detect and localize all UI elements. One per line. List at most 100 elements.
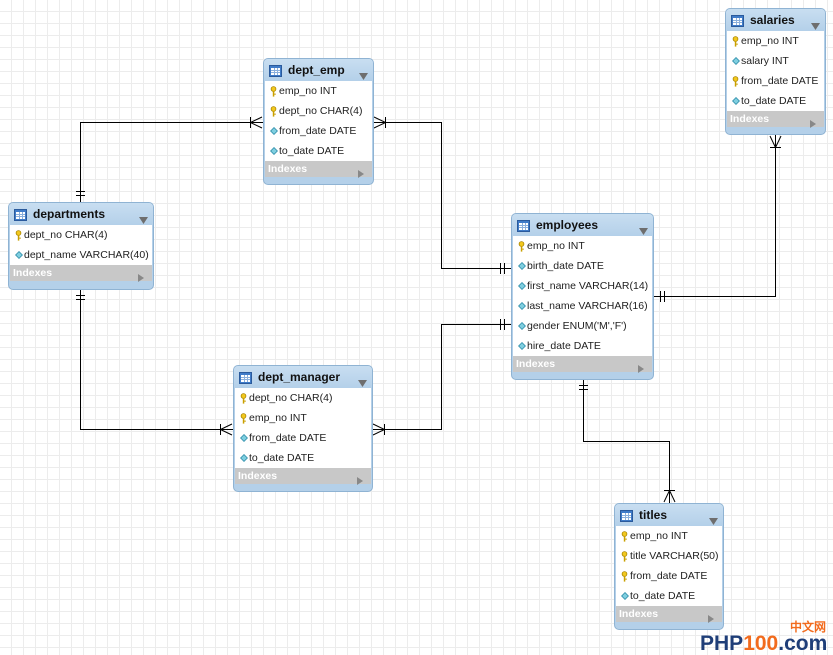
connector-line[interactable]: [374, 122, 511, 269]
column-label: emp_no INT: [630, 530, 688, 542]
key-icon: [269, 81, 278, 101]
key-icon: [269, 101, 278, 121]
table-dept-manager[interactable]: dept_manager dept_no CHAR(4) emp_no INT …: [233, 365, 373, 492]
table-header[interactable]: employees: [512, 214, 653, 236]
indexes-label: Indexes: [13, 267, 53, 279]
column-row: dept_name VARCHAR(40): [10, 245, 152, 265]
indexes-label: Indexes: [730, 113, 770, 125]
columns-list: emp_no INT title VARCHAR(50) from_date D…: [616, 526, 722, 606]
table-title: dept_emp: [288, 63, 345, 77]
expand-arrow-icon[interactable]: [357, 472, 363, 485]
connector-line[interactable]: [80, 122, 264, 203]
table-header[interactable]: salaries: [726, 9, 825, 31]
key-icon: [620, 566, 629, 586]
expand-arrow-icon[interactable]: [638, 360, 644, 373]
diamond-icon: [14, 245, 23, 265]
table-titles[interactable]: titles emp_no INT title VARCHAR(50) from…: [614, 503, 724, 630]
expand-arrow-icon[interactable]: [810, 115, 816, 128]
column-row: from_date DATE: [616, 566, 722, 586]
indexes-label: Indexes: [268, 163, 308, 175]
columns-list: emp_no INT dept_no CHAR(4) from_date DAT…: [265, 81, 372, 161]
column-row: emp_no INT: [235, 408, 371, 428]
column-row: to_date DATE: [616, 586, 722, 606]
watermark-cn-label: 中文网: [790, 620, 827, 634]
columns-list: emp_no INT salary INT from_date DATE to_…: [727, 31, 824, 111]
table-header[interactable]: departments: [9, 203, 153, 225]
column-row: gender ENUM('M','F'): [513, 316, 652, 336]
table-title: salaries: [750, 13, 795, 27]
column-label: from_date DATE: [279, 125, 357, 137]
column-row: emp_no INT: [265, 81, 372, 101]
one-cardinality-marker: [579, 385, 588, 390]
relationship-employees-salaries[interactable]: [654, 135, 782, 302]
key-icon: [14, 225, 23, 245]
table-header[interactable]: titles: [615, 504, 723, 526]
indexes-section[interactable]: Indexes: [513, 356, 652, 373]
table-salaries[interactable]: salaries emp_no INT salary INT from_date…: [725, 8, 826, 135]
indexes-section[interactable]: Indexes: [235, 468, 371, 485]
column-label: hire_date DATE: [527, 340, 601, 352]
column-row: dept_no CHAR(4): [235, 388, 371, 408]
indexes-label: Indexes: [619, 608, 659, 620]
connector-line[interactable]: [373, 324, 511, 430]
column-label: emp_no INT: [741, 35, 799, 47]
relationship-departments-dept-emp[interactable]: [76, 116, 264, 203]
table-title: employees: [536, 218, 599, 232]
table-icon: [731, 14, 744, 27]
column-label: dept_no CHAR(4): [24, 229, 108, 241]
column-row: from_date DATE: [265, 121, 372, 141]
collapse-arrow-icon[interactable]: [139, 211, 148, 224]
relationship-employees-titles[interactable]: [579, 380, 676, 503]
table-departments[interactable]: departments dept_no CHAR(4) dept_name VA…: [8, 202, 154, 290]
table-icon: [14, 208, 27, 221]
table-header[interactable]: dept_manager: [234, 366, 372, 388]
column-label: emp_no INT: [527, 240, 585, 252]
column-row: from_date DATE: [727, 71, 824, 91]
column-label: gender ENUM('M','F'): [527, 320, 627, 332]
relationship-dept-manager-employees[interactable]: [372, 319, 511, 436]
expand-arrow-icon[interactable]: [358, 165, 364, 178]
table-employees[interactable]: employees emp_no INT birth_date DATE fir…: [511, 213, 654, 380]
table-icon: [269, 64, 282, 77]
connector-line[interactable]: [583, 380, 670, 503]
collapse-arrow-icon[interactable]: [639, 222, 648, 235]
connector-line[interactable]: [80, 290, 234, 430]
table-icon: [620, 509, 633, 522]
columns-list: dept_no CHAR(4) emp_no INT from_date DAT…: [235, 388, 371, 468]
column-row: to_date DATE: [235, 448, 371, 468]
table-dept-emp[interactable]: dept_emp emp_no INT dept_no CHAR(4) from…: [263, 58, 374, 185]
column-row: title VARCHAR(50): [616, 546, 722, 566]
collapse-arrow-icon[interactable]: [359, 67, 368, 80]
relationship-dept-emp-employees[interactable]: [373, 116, 511, 274]
indexes-section[interactable]: Indexes: [265, 161, 372, 178]
column-row: from_date DATE: [235, 428, 371, 448]
collapse-arrow-icon[interactable]: [358, 374, 367, 387]
column-row: hire_date DATE: [513, 336, 652, 356]
collapse-arrow-icon[interactable]: [709, 512, 718, 525]
diamond-icon: [517, 256, 526, 276]
column-row: emp_no INT: [727, 31, 824, 51]
diamond-icon: [731, 91, 740, 111]
diamond-icon: [731, 51, 740, 71]
one-cardinality-marker: [76, 191, 85, 196]
collapse-arrow-icon[interactable]: [811, 17, 820, 30]
expand-arrow-icon[interactable]: [708, 610, 714, 623]
column-row: emp_no INT: [513, 236, 652, 256]
column-row: emp_no INT: [616, 526, 722, 546]
key-icon: [731, 31, 740, 51]
column-label: from_date DATE: [741, 75, 819, 87]
relationship-departments-dept-manager[interactable]: [76, 290, 234, 436]
indexes-label: Indexes: [238, 470, 278, 482]
column-row: dept_no CHAR(4): [10, 225, 152, 245]
column-label: to_date DATE: [630, 590, 696, 602]
indexes-section[interactable]: Indexes: [727, 111, 824, 128]
connector-line[interactable]: [654, 135, 776, 297]
column-row: to_date DATE: [265, 141, 372, 161]
expand-arrow-icon[interactable]: [138, 269, 144, 282]
indexes-section[interactable]: Indexes: [10, 265, 152, 282]
indexes-section[interactable]: Indexes: [616, 606, 722, 623]
key-icon: [620, 546, 629, 566]
diamond-icon: [239, 448, 248, 468]
table-header[interactable]: dept_emp: [264, 59, 373, 81]
